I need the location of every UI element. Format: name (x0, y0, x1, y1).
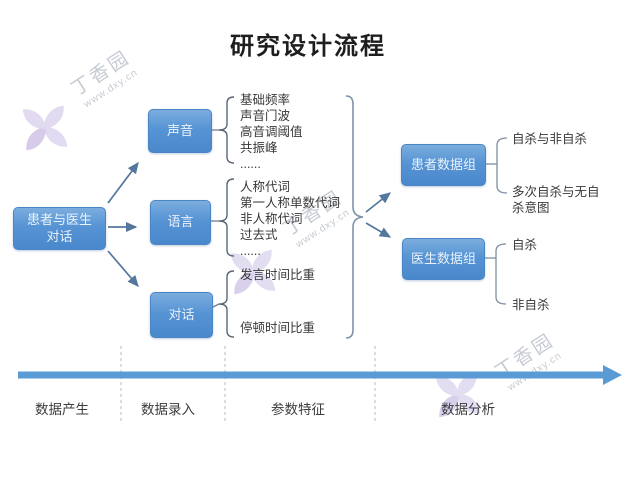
list-item: 共振峰 (240, 141, 278, 155)
list-item: 基础频率 (240, 93, 291, 107)
timeline-arrow (18, 365, 622, 385)
list-item: 第一人称单数代词 (240, 196, 341, 210)
voice-feature-list: 基础频率 声音门波 高音调阈值 共振峰 ...... (240, 92, 303, 172)
list-item: 发言时间比重 (240, 268, 316, 282)
phase-parameter-features: 参数特征 (271, 402, 325, 417)
list-item-ellipsis: ...... (240, 157, 261, 171)
big-collect-brace (345, 95, 364, 339)
list-item: 非人称代词 (240, 212, 303, 226)
phase-data-entry: 数据录入 (141, 402, 195, 417)
node-group-doctor-data: 医生数据组 (402, 238, 485, 280)
dxy-flower-logo-watermark (22, 105, 68, 151)
dialog-feature-speaking-time: 发言时间比重 (240, 267, 315, 283)
list-item: 声音门波 (240, 109, 291, 123)
dxy-flower-logo-watermark (230, 249, 276, 295)
doctor-group-output-1: 自杀 (512, 237, 537, 253)
list-item: 自杀 (512, 238, 538, 252)
node-category-language: 语言 (150, 200, 211, 245)
list-item: 停顿时间比重 (240, 321, 316, 335)
list-item: 人称代词 (240, 180, 291, 194)
list-item: 自杀与非自杀 (512, 132, 588, 146)
list-item-ellipsis: ...... (240, 244, 261, 258)
feature-list-braces (218, 96, 235, 338)
dxy-flower-logo-watermark (435, 372, 481, 418)
brace-to-group-arrows (365, 192, 392, 238)
list-item: 多次自杀与无自杀意图 (512, 185, 600, 215)
node-category-voice: 声音 (148, 109, 212, 153)
timeline-dividers (120, 346, 376, 424)
patient-group-output-1: 自杀与非自杀 (512, 131, 587, 147)
node-source-dialogue: 患者与医生 对话 (13, 207, 106, 250)
phase-data-generation: 数据产生 (35, 402, 89, 417)
group-output-brackets (483, 137, 508, 305)
page-title: 研究设计流程 (230, 33, 386, 60)
node-group-patient-data: 患者数据组 (401, 144, 486, 186)
phase-data-analysis: 数据分析 (441, 402, 495, 417)
patient-group-output-2: 多次自杀与无自杀意图 (512, 184, 608, 216)
language-feature-list: 人称代词 第一人称单数代词 非人称代词 过去式 ...... (240, 179, 340, 259)
dialog-feature-pause-time: 停顿时间比重 (240, 320, 315, 336)
source-to-category-arrows (107, 161, 139, 287)
doctor-group-output-2: 非自杀 (512, 297, 550, 313)
list-item: 过去式 (240, 228, 278, 242)
node-category-dialog: 对话 (150, 292, 213, 338)
list-item: 高音调阈值 (240, 125, 303, 139)
list-item: 非自杀 (512, 298, 550, 312)
